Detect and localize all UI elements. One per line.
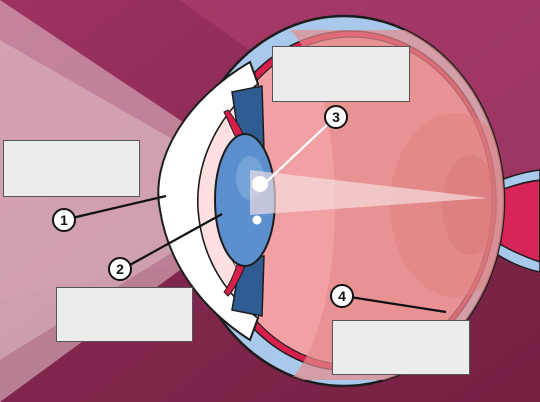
light-beam-inner <box>0 40 240 360</box>
lens-glint-large <box>252 176 268 192</box>
lens-glint-small <box>252 215 262 225</box>
vitreous-glow-inner <box>442 155 498 255</box>
callout-number: 3 <box>332 109 340 125</box>
callout-number: 1 <box>60 212 68 228</box>
answer-box-bottom-left[interactable] <box>56 287 193 342</box>
callout-3: 3 <box>324 105 348 129</box>
callout-number: 4 <box>338 288 346 304</box>
callout-number: 2 <box>116 261 124 277</box>
callout-4: 4 <box>330 284 354 308</box>
leader-line-2 <box>127 213 223 267</box>
refracted-beam <box>250 170 488 215</box>
callout-1: 1 <box>52 208 76 232</box>
leader-line-3 <box>261 123 329 187</box>
answer-box-left[interactable] <box>3 140 140 197</box>
answer-box-top[interactable] <box>272 46 410 102</box>
leader-line-4 <box>349 295 447 314</box>
answer-box-bottom-right[interactable] <box>332 320 470 375</box>
callout-2: 2 <box>108 257 132 281</box>
leader-line-1 <box>71 194 167 220</box>
vitreous-glow <box>390 113 504 297</box>
